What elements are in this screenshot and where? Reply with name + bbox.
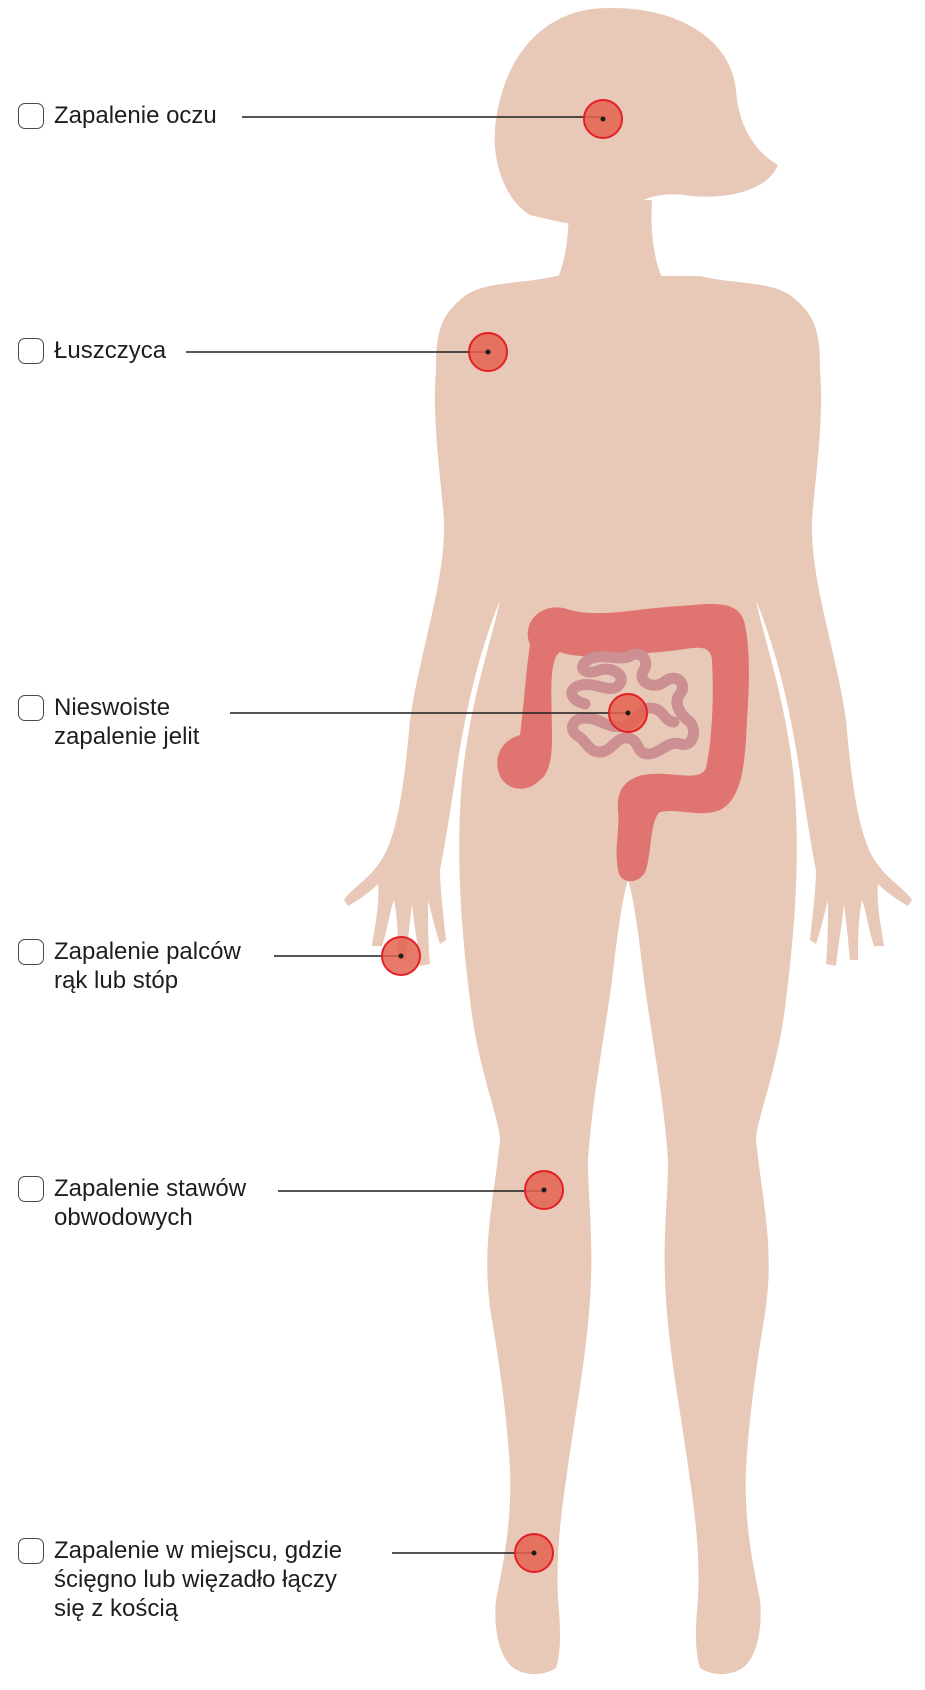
condition-eye[interactable]: Zapalenie oczu (18, 103, 217, 130)
condition-label: Zapalenie oczu (54, 101, 217, 130)
marker-psoriasis (469, 333, 507, 371)
checkbox-icon[interactable] (18, 1176, 44, 1202)
condition-peripheral[interactable]: Zapalenie stawów obwodowych (18, 1176, 246, 1232)
condition-dactylitis[interactable]: Zapalenie palców rąk lub stóp (18, 939, 241, 995)
marker-enthesitis (515, 1534, 553, 1572)
condition-psoriasis[interactable]: Łuszczyca (18, 338, 166, 365)
checkbox-icon[interactable] (18, 939, 44, 965)
checkbox-icon[interactable] (18, 338, 44, 364)
checkbox-icon[interactable] (18, 1538, 44, 1564)
condition-enthesitis[interactable]: Zapalenie w miejscu, gdzie ścięgno lub w… (18, 1538, 342, 1623)
marker-ibd (609, 694, 647, 732)
checkbox-icon[interactable] (18, 695, 44, 721)
condition-label: Zapalenie w miejscu, gdzie ścięgno lub w… (54, 1536, 342, 1623)
marker-dactylitis (382, 937, 420, 975)
condition-ibd[interactable]: Nieswoiste zapalenie jelit (18, 695, 199, 751)
condition-label: Zapalenie stawów obwodowych (54, 1174, 246, 1232)
condition-label: Łuszczyca (54, 336, 166, 365)
condition-label: Nieswoiste zapalenie jelit (54, 693, 199, 751)
head-hair (495, 8, 778, 224)
checkbox-icon[interactable] (18, 103, 44, 129)
marker-eye (584, 100, 622, 138)
neck (556, 200, 664, 282)
torso (344, 276, 912, 1674)
condition-label: Zapalenie palców rąk lub stóp (54, 937, 241, 995)
marker-peripheral (525, 1171, 563, 1209)
